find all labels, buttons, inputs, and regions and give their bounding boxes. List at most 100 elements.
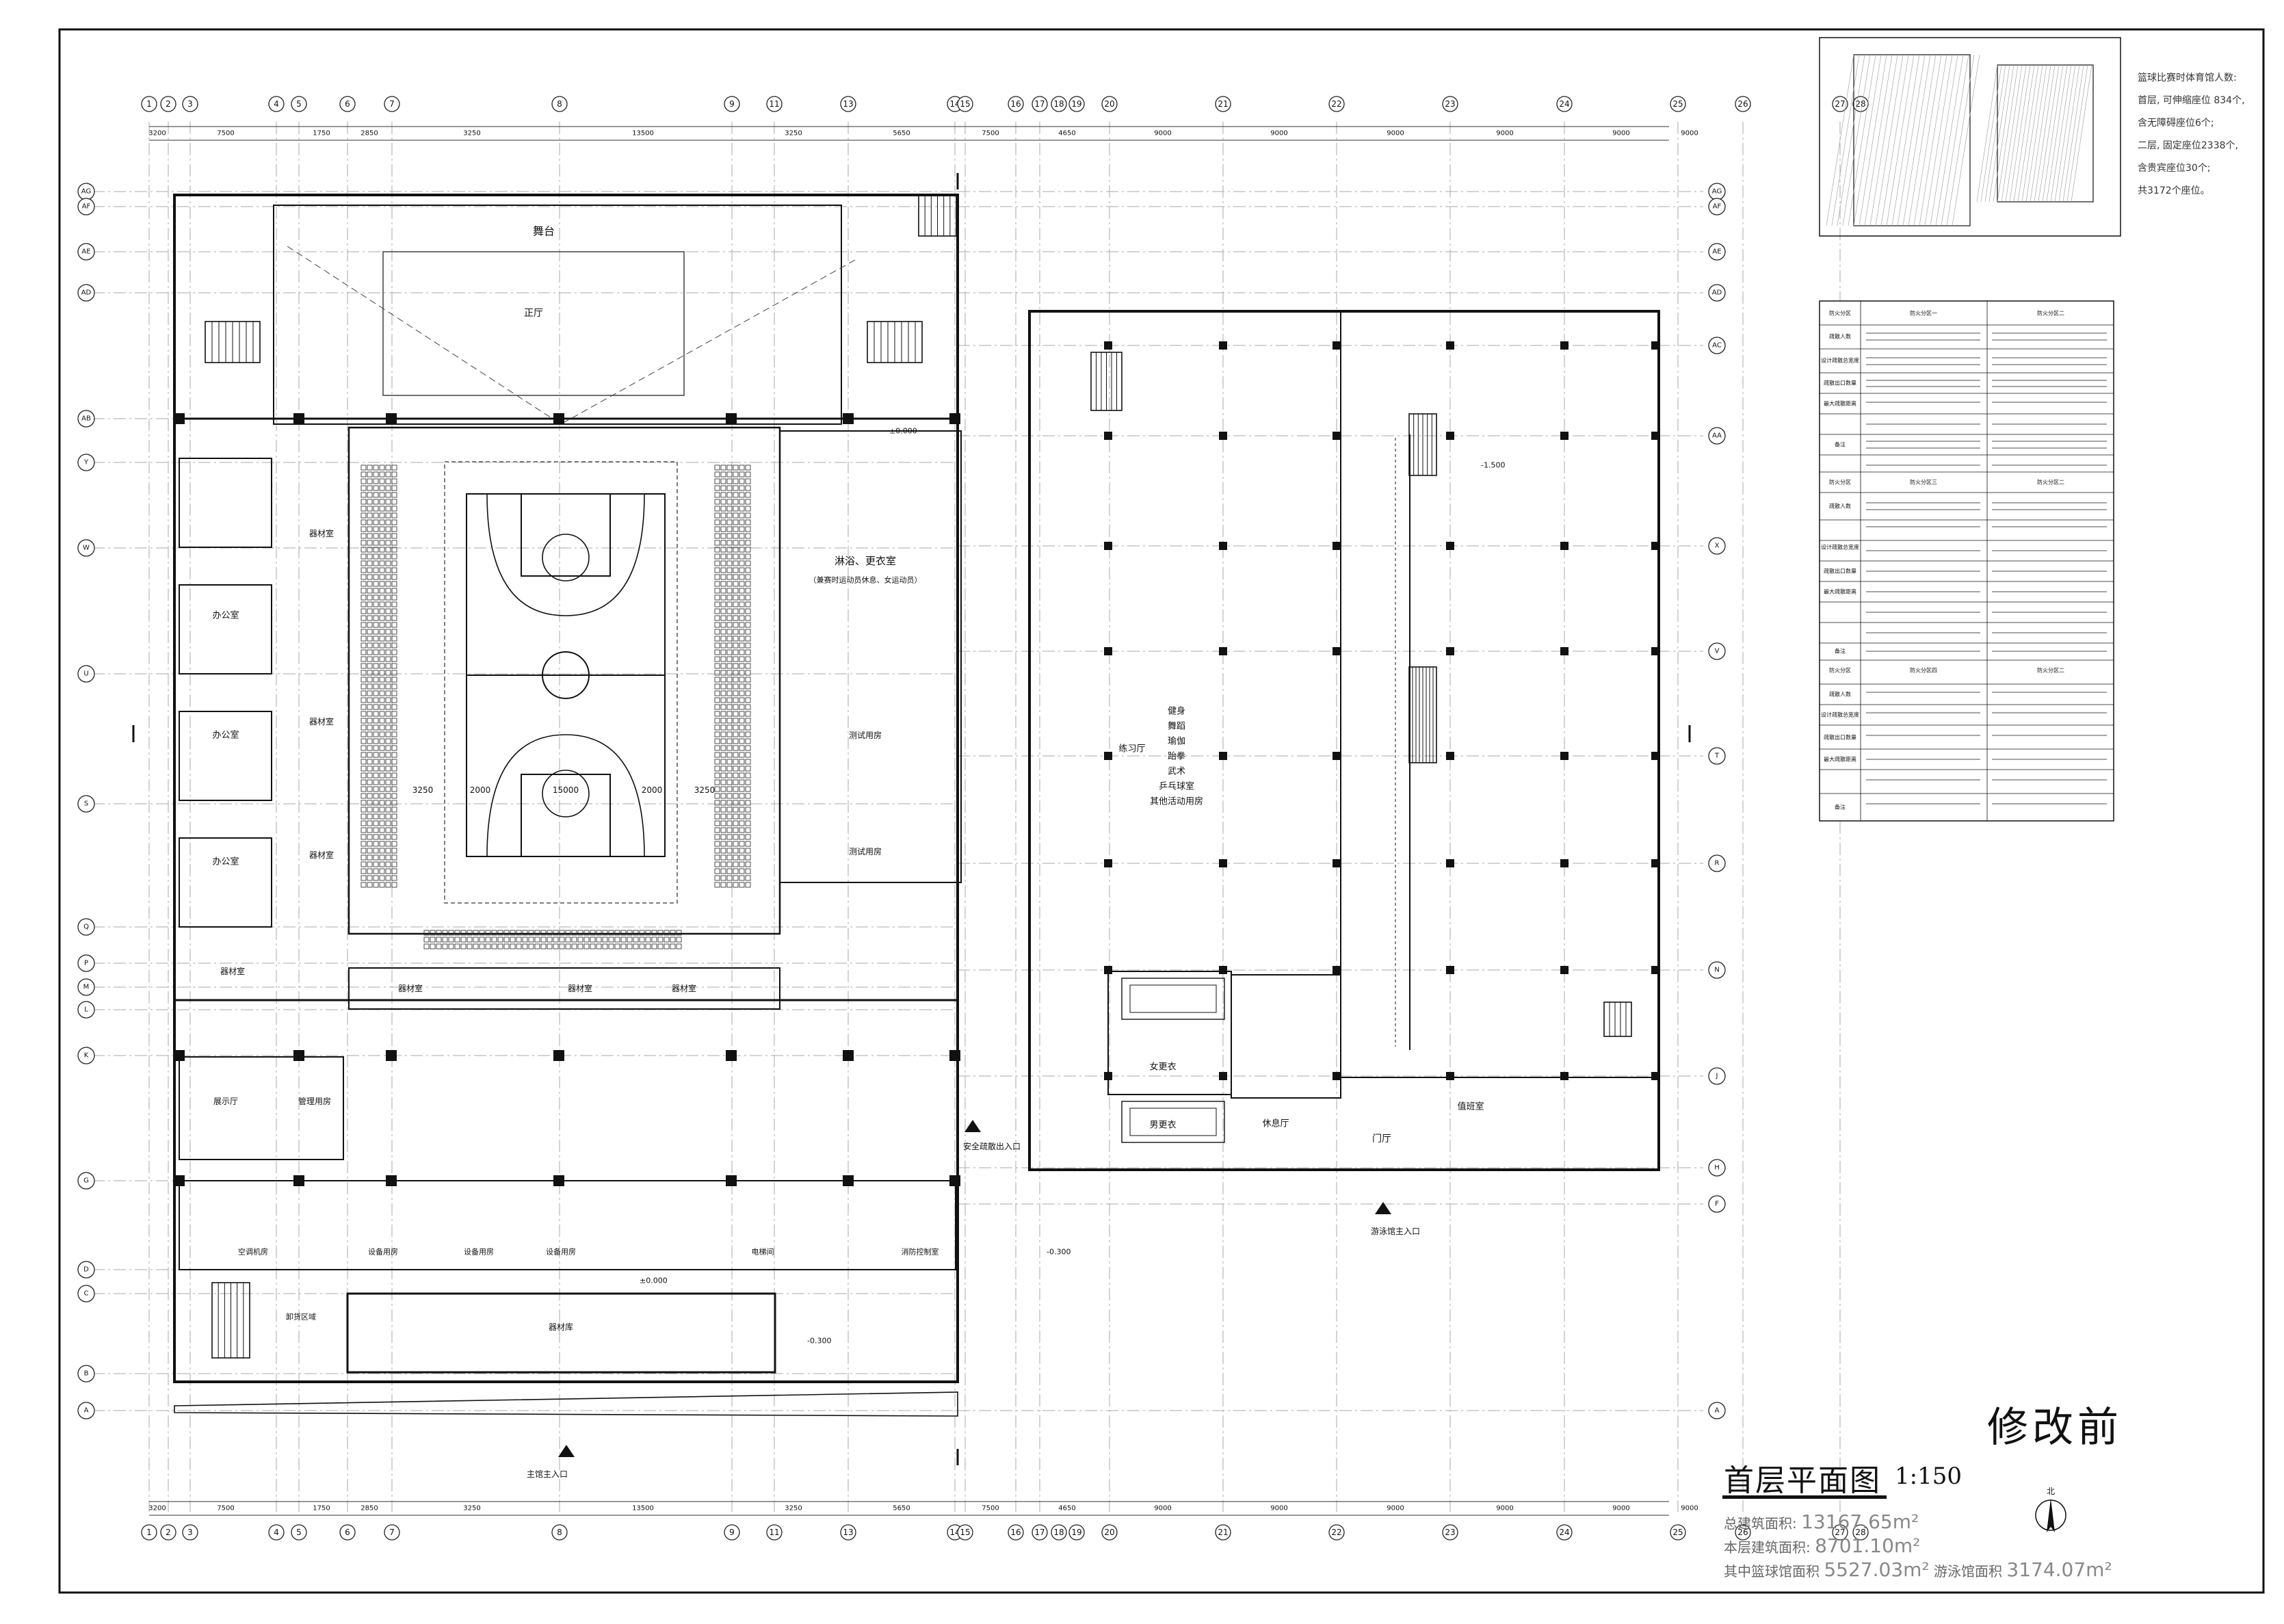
area-split-value-1: 5527.03m² bbox=[1824, 1558, 1930, 1581]
seat bbox=[583, 943, 590, 949]
seat bbox=[720, 779, 726, 785]
column bbox=[1560, 341, 1568, 350]
entrance-arrow bbox=[964, 1120, 981, 1132]
seat bbox=[391, 588, 397, 594]
seat bbox=[391, 786, 397, 792]
room-hall: 正厅 bbox=[524, 308, 543, 319]
room-test: 测试用房 bbox=[849, 730, 882, 740]
seat bbox=[745, 800, 751, 806]
column bbox=[1560, 647, 1568, 655]
seat bbox=[379, 793, 385, 799]
seat bbox=[739, 752, 745, 758]
hatch-line bbox=[1897, 54, 1926, 226]
seat bbox=[391, 622, 397, 628]
seat bbox=[379, 827, 385, 833]
room-changing: 淋浴、更衣室 bbox=[835, 555, 896, 567]
axis-label: 23 bbox=[1445, 99, 1455, 109]
axis-label: 6 bbox=[345, 1528, 350, 1537]
seat bbox=[714, 642, 720, 649]
seat bbox=[726, 868, 733, 874]
seat bbox=[373, 499, 379, 505]
seat bbox=[726, 848, 733, 854]
seat bbox=[726, 656, 733, 662]
seat bbox=[726, 793, 733, 799]
seat bbox=[367, 793, 373, 799]
seat bbox=[385, 615, 391, 621]
seat bbox=[726, 506, 733, 512]
hatch-line bbox=[2054, 64, 2076, 202]
seat bbox=[733, 677, 739, 683]
seat bbox=[726, 547, 733, 553]
column bbox=[293, 1175, 304, 1186]
seat bbox=[714, 882, 720, 888]
seat bbox=[522, 930, 528, 936]
axis-label: 24 bbox=[1559, 99, 1569, 109]
axis-label: Q bbox=[83, 924, 89, 931]
seat bbox=[540, 937, 547, 943]
area-split-value-2: 3174.07m² bbox=[2006, 1558, 2112, 1581]
axis-bubble bbox=[77, 243, 95, 261]
seat bbox=[739, 841, 745, 847]
seat bbox=[733, 724, 739, 731]
area-split: 其中篮球馆面积 5527.03m² 游泳馆面积 3174.07m² bbox=[1724, 1558, 2112, 1581]
seat bbox=[367, 464, 373, 471]
seat bbox=[379, 738, 385, 744]
seat bbox=[391, 656, 397, 662]
seat bbox=[714, 485, 720, 491]
seat bbox=[360, 752, 367, 758]
column bbox=[1104, 1072, 1112, 1080]
dimension-text: 7500 bbox=[982, 1505, 999, 1512]
seat bbox=[360, 601, 367, 607]
seat bbox=[379, 868, 385, 874]
seat bbox=[423, 943, 430, 949]
seat bbox=[379, 588, 385, 594]
room-activity: 乒乓球室 bbox=[1159, 781, 1194, 792]
seat bbox=[620, 930, 627, 936]
axis-label: 18 bbox=[1053, 99, 1064, 109]
seat bbox=[733, 854, 739, 861]
seat bbox=[360, 820, 367, 826]
seat bbox=[385, 656, 391, 662]
seat bbox=[367, 745, 373, 751]
seat bbox=[442, 943, 448, 949]
seat bbox=[360, 656, 367, 662]
axis-label: AG bbox=[81, 188, 91, 196]
seat bbox=[360, 745, 367, 751]
seat bbox=[379, 718, 385, 724]
stair bbox=[1603, 1001, 1632, 1037]
seat bbox=[745, 512, 751, 519]
seat bbox=[367, 759, 373, 765]
seat bbox=[739, 759, 745, 765]
seat bbox=[726, 526, 733, 532]
seat bbox=[726, 697, 733, 703]
axis-bubble bbox=[1832, 96, 1848, 112]
seat bbox=[745, 752, 751, 758]
seat bbox=[745, 608, 751, 614]
seat bbox=[714, 464, 720, 471]
column bbox=[553, 413, 564, 424]
axis-bubble bbox=[1708, 1402, 1726, 1419]
seat bbox=[360, 882, 367, 888]
seat bbox=[360, 738, 367, 744]
seat bbox=[720, 492, 726, 498]
table-header: 防火分区 bbox=[1829, 479, 1851, 486]
seat bbox=[726, 615, 733, 621]
seat bbox=[714, 765, 720, 772]
seat bbox=[714, 861, 720, 867]
column bbox=[174, 1175, 185, 1186]
axis-label: 18 bbox=[1053, 1528, 1064, 1537]
elevation-mark: ±0.000 bbox=[640, 1276, 668, 1285]
seat bbox=[720, 683, 726, 690]
column bbox=[1560, 1072, 1568, 1080]
seat bbox=[373, 841, 379, 847]
seat bbox=[373, 670, 379, 676]
seat bbox=[367, 841, 373, 847]
axis-bubble bbox=[1708, 1159, 1726, 1177]
axis-bubble bbox=[724, 96, 740, 112]
seat bbox=[367, 656, 373, 662]
seat bbox=[367, 834, 373, 840]
room-equipment: 设备用房 bbox=[368, 1247, 398, 1257]
seat bbox=[385, 622, 391, 628]
seat bbox=[360, 594, 367, 601]
dimension-text: 7500 bbox=[217, 1505, 234, 1512]
